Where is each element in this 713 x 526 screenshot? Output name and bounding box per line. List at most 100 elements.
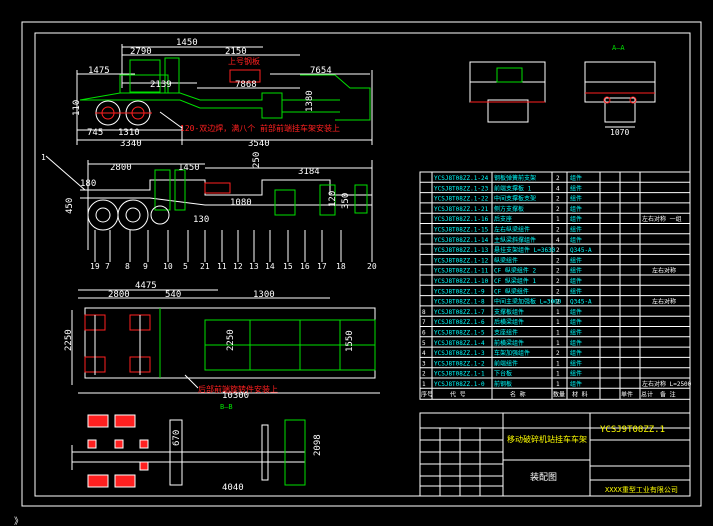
note-front-mount: 前部前端挂车架安装上 (260, 123, 340, 133)
dim-450: 450 (65, 198, 75, 214)
dim-2250: 2250 (64, 329, 74, 351)
parts-header-cell: 备 注 (660, 390, 676, 398)
company-name: XXXX重型工业有限公司 (605, 485, 678, 494)
dim-3340: 3340 (120, 139, 142, 149)
side-view-body (79, 57, 371, 121)
parts-cell: 2 (422, 371, 426, 378)
parts-remark: 左右对称 (652, 298, 676, 306)
parts-cell: 组件 (570, 349, 582, 357)
parts-cell: 3 (422, 360, 426, 367)
dim-3540: 3540 (248, 139, 270, 149)
parts-cell: 组件 (570, 267, 582, 275)
dim-1550: 1550 (345, 330, 355, 352)
parts-cell: YCSJ8T08ZZ.1-0 (434, 381, 485, 388)
leader-weld (159, 111, 183, 129)
parts-cell: 1 (556, 360, 560, 367)
side-view-dims: 1450 2790 2150 1475 7654 2139 7868 110 1… (72, 38, 332, 149)
parts-cell: 侧方支撑板 (494, 205, 524, 213)
dim-670: 670 (172, 430, 182, 446)
parts-cell: CF 纵梁组件 1 (494, 277, 536, 285)
parts-cell: YCSJ8T08ZZ.1-13 (434, 247, 489, 254)
parts-cell: 2 (556, 299, 560, 306)
parts-header-cell: 序号 (421, 390, 433, 398)
parts-cell: 4 (556, 237, 560, 244)
parts-cell: 钢板弹簧前支架 (494, 174, 536, 182)
dim-10300: 10300 (222, 391, 249, 401)
dim-2250-inner: 2250 (226, 329, 236, 351)
command-prompt[interactable]: 》 (14, 516, 23, 526)
dim-2800-mid: 2800 (110, 163, 132, 173)
parts-cell: YCSJ8T08ZZ.1-16 (434, 216, 489, 223)
note-rear-mount: 后部前端旋转件安装上 (198, 384, 278, 394)
parts-cell: 4 (556, 185, 560, 192)
parts-remark: 左右对称 一组 (642, 215, 682, 223)
parts-cell: 组件 (570, 277, 582, 285)
parts-cell: 1 (422, 381, 426, 388)
dim-180: 180 (80, 179, 96, 189)
parts-cell: YCSJ8T08ZZ.1-14 (434, 237, 489, 244)
plan-view-dims: 4475 2800 540 1300 2250 1550 2250 10300 (64, 281, 355, 401)
section-view-left (469, 61, 546, 123)
parts-cell: 组件 (570, 287, 582, 295)
parts-cell: 组件 (570, 256, 582, 264)
drawing-number: YCSJ9T08ZZ.1 (600, 425, 665, 435)
parts-header-cell: 代 号 (450, 390, 466, 398)
parts-cell: 下台板 (494, 370, 512, 378)
parts-cell: YCSJ8T08ZZ.1-23 (434, 185, 489, 192)
parts-cell: 2 (556, 196, 560, 203)
part-balloon: 17 (317, 262, 327, 271)
dim-745: 745 (87, 128, 103, 138)
parts-cell: 组件 (570, 236, 582, 244)
title-block (419, 412, 691, 497)
parts-cell: 组件 (570, 215, 582, 223)
dim-540: 540 (165, 290, 181, 300)
dim-130: 130 (193, 215, 209, 225)
dim-7654: 7654 (310, 66, 332, 76)
parts-cell: 2 (556, 206, 560, 213)
bottom-view-dims: 670 2098 4040 (172, 430, 323, 493)
dim-4040: 4040 (222, 483, 244, 493)
drawing-title: 移动破碎机站挂车车架 (507, 434, 587, 444)
mid-view-wheels (87, 199, 170, 231)
parts-cell: 组件 (570, 318, 582, 326)
parts-cell: YCSJ8T08ZZ.1-2 (434, 360, 485, 367)
parts-cell: 2 (556, 288, 560, 295)
parts-cell: YCSJ8T08ZZ.1-8 (434, 299, 485, 306)
part-balloon: 5 (183, 262, 188, 271)
parts-cell: 后支座 (494, 215, 512, 223)
parts-cell: 主纵梁斜撑组件 (494, 236, 536, 244)
parts-cell: 左右纵梁组件 (494, 226, 530, 234)
dim-1450: 1450 (176, 38, 198, 48)
parts-cell: 1 (556, 371, 560, 378)
dim-2098: 2098 (313, 434, 323, 456)
parts-cell: YCSJ8T08ZZ.1-6 (434, 319, 485, 326)
parts-cell: 组件 (570, 359, 582, 367)
parts-cell: 组件 (570, 205, 582, 213)
part-balloon: 20 (367, 262, 377, 271)
parts-cell: YCSJ8T08ZZ.1-24 (434, 175, 489, 182)
part-balloon: 14 (265, 262, 275, 271)
sheet-border-outer (21, 21, 702, 507)
balloon-1: 1 (41, 153, 46, 162)
parts-cell: 组件 (570, 174, 582, 182)
parts-cell: 2 (556, 227, 560, 234)
dim-1080: 1080 (230, 198, 252, 208)
parts-cell: 组件 (570, 184, 582, 192)
parts-cell: 纵梁组件 (494, 256, 518, 264)
parts-cell: 中间支撑板支架 (494, 195, 536, 203)
parts-cell: YCSJ8T08ZZ.1-1 (434, 371, 485, 378)
parts-cell: CF 纵梁组件 2 (494, 267, 536, 275)
part-balloon: 12 (233, 262, 243, 271)
part-balloon: 7 (105, 262, 110, 271)
parts-cell: 中间主梁加强板 L=3000 (494, 298, 562, 306)
part-balloon: 8 (125, 262, 130, 271)
dim-1070: 1070 (610, 128, 629, 137)
parts-cell: 组件 (570, 380, 582, 388)
parts-header-cell: 名 称 (510, 390, 526, 398)
dim-2790: 2790 (130, 47, 152, 57)
parts-cell: 7 (422, 319, 426, 326)
parts-cell: Q345-A (570, 299, 592, 306)
section-bb-label: B—B (220, 403, 233, 411)
